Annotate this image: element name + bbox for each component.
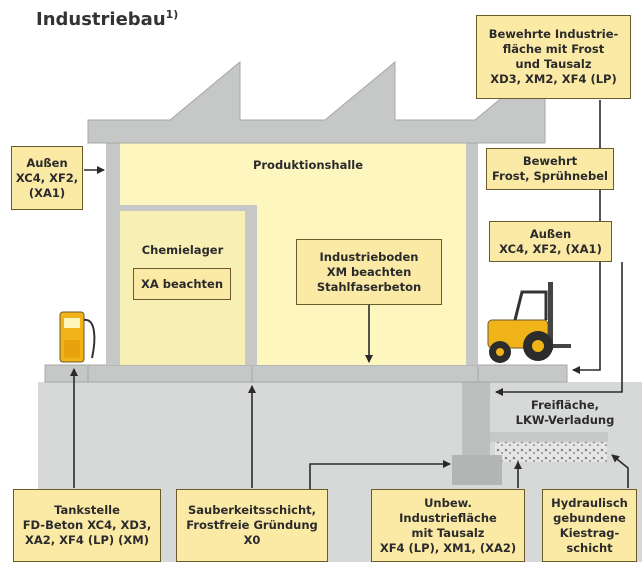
label-chemielager: Chemielager bbox=[141, 243, 224, 257]
storage-wall bbox=[245, 210, 257, 365]
label-freiflaeche: Freifläche,LKW-Verladung bbox=[515, 398, 615, 427]
arrow-aussen-right bbox=[495, 262, 623, 396]
forklift-icon bbox=[487, 282, 571, 363]
arrow-industrie-frost bbox=[572, 100, 601, 374]
floor-slab bbox=[44, 364, 568, 383]
label-produktionshalle: Produktionshalle bbox=[252, 158, 364, 172]
page-title: Industriebau1) bbox=[36, 8, 179, 30]
arrow-unbewehrt bbox=[309, 460, 451, 500]
gravel-layer bbox=[495, 442, 607, 462]
left-wall bbox=[106, 143, 120, 365]
fuel-pump-icon bbox=[59, 311, 96, 363]
storage-ceiling bbox=[120, 205, 257, 211]
label-xa-beachten: XA beachten bbox=[133, 268, 231, 300]
arrow-hydraulisch bbox=[611, 454, 629, 488]
foundation-footing bbox=[452, 455, 502, 485]
foundation-wall bbox=[462, 375, 490, 455]
right-wall bbox=[466, 143, 478, 365]
outdoor-slab bbox=[488, 432, 608, 442]
